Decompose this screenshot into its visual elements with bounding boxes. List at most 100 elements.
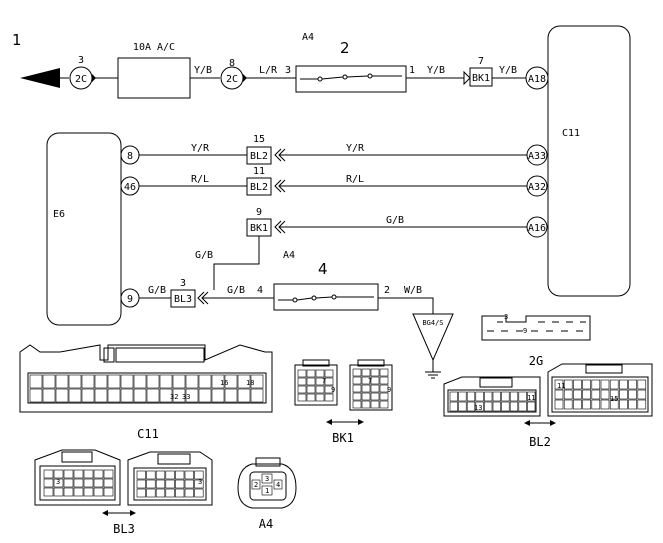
- svg-text:16: 16: [220, 379, 228, 387]
- connector-pin: [103, 478, 114, 488]
- bl3-connector-face: 3 3: [34, 449, 213, 506]
- connector-pin: [63, 469, 74, 479]
- connector-pin: [297, 369, 307, 378]
- ground-label: BG4/S: [422, 319, 443, 327]
- connector-pin: [379, 384, 389, 393]
- connector-pin: [175, 488, 185, 498]
- connector-pin: [63, 487, 74, 497]
- fuse-box: [117, 57, 191, 99]
- wire-label-g-b-4: G/B: [227, 285, 245, 296]
- connector-pin: [563, 399, 573, 410]
- bk1-connector-face: 7 9 7 9: [294, 359, 393, 411]
- a4-face-label: A4: [259, 517, 273, 531]
- bl2-face-label: BL2: [529, 435, 551, 449]
- connector-pin: [527, 401, 536, 412]
- connector-pin: [449, 391, 458, 402]
- connector-pin: [484, 391, 493, 402]
- connector-pin: [352, 368, 362, 377]
- connector-pin: [165, 488, 175, 498]
- connector-pin: [324, 369, 334, 378]
- connector-pin: [172, 374, 186, 389]
- connector-pin: [370, 392, 380, 401]
- connector-pin: [306, 393, 316, 402]
- connector-pin: [306, 369, 316, 378]
- connector-pin: [352, 400, 362, 409]
- connector-pin: [315, 377, 325, 386]
- connector-pin: [361, 384, 371, 393]
- ground-triangle: [412, 313, 454, 362]
- svg-text:3: 3: [56, 478, 60, 486]
- bl3-face-label: BL3: [113, 522, 135, 536]
- switch-bottom-pin-right: 2: [384, 285, 390, 296]
- svg-text:11: 11: [557, 382, 565, 390]
- connector-pin: [133, 374, 147, 389]
- connector-pin: [146, 470, 156, 480]
- callout-2: 2: [340, 39, 350, 57]
- connector-pin: [55, 388, 69, 403]
- connector-pin: [573, 389, 582, 400]
- wire-label-g-b-3: G/B: [148, 285, 166, 296]
- connector-pin: [484, 401, 493, 412]
- terminal-a32-label: A32: [528, 182, 546, 193]
- source-arrow-icon: [20, 68, 60, 88]
- connector-pin: [297, 377, 307, 386]
- connector-pin: [609, 389, 619, 400]
- wire-label-r-l-2: R/L: [346, 174, 364, 185]
- module-c11: [547, 25, 631, 297]
- connector-pin: [628, 379, 637, 390]
- connector-pin: [361, 376, 371, 385]
- connector-pin: [370, 368, 380, 377]
- connector-pin: [379, 392, 389, 401]
- connector-pin: [609, 379, 619, 390]
- connector-pin: [43, 478, 54, 488]
- connector-pin: [103, 469, 114, 479]
- connector-pin: [73, 478, 84, 488]
- svg-text:1: 1: [265, 487, 269, 495]
- c2g-connector-face: 3 9: [481, 313, 591, 341]
- connector-pin: [29, 374, 43, 389]
- connector-pin: [146, 388, 160, 403]
- connector-pin: [458, 391, 467, 402]
- connector-bk1-9-label: BK1: [250, 223, 268, 234]
- connector-pin: [306, 385, 316, 394]
- connector-bl3: [170, 289, 196, 308]
- connector-pin: [120, 374, 134, 389]
- connector-pin: [53, 478, 64, 488]
- connector-pin: [492, 401, 501, 412]
- connector-pin: [172, 388, 186, 403]
- c11-face-label: C11: [137, 427, 159, 441]
- connector-pin: [211, 388, 225, 403]
- connector-bl3-label: BL3: [174, 294, 192, 305]
- connector-pin: [315, 369, 325, 378]
- connector-pin: [379, 376, 389, 385]
- connector-pin: [475, 401, 484, 412]
- connector-pin: [352, 384, 362, 393]
- svg-text:9: 9: [331, 386, 335, 394]
- fuse-label: 10A A/C: [133, 42, 175, 53]
- connector-pin: [591, 399, 601, 410]
- connector-pin: [475, 391, 484, 402]
- connector-2c-a-label: 2C: [75, 74, 87, 85]
- svg-text:9: 9: [387, 386, 391, 394]
- connector-pin: [297, 393, 307, 402]
- wire-label-y-r-1: Y/R: [191, 143, 210, 154]
- wire-label-y-b-1: Y/B: [194, 65, 212, 76]
- module-e6: [46, 132, 122, 326]
- wire-label-y-b-2: Y/B: [427, 65, 445, 76]
- svg-text:2: 2: [254, 481, 258, 489]
- connector-pin: [194, 488, 204, 498]
- connector-pin: [155, 470, 166, 480]
- connector-pin: [93, 478, 104, 488]
- connector-pin: [184, 479, 194, 489]
- connector-pin: [554, 379, 564, 390]
- connector-pin: [582, 379, 591, 390]
- connector-pin: [492, 391, 501, 402]
- connector-pin: [600, 379, 610, 390]
- connector-pin: [582, 399, 591, 410]
- connector-pin: [315, 393, 325, 402]
- connector-2c-a-pin: 3: [78, 55, 84, 66]
- wire-label-y-b-3: Y/B: [499, 65, 517, 76]
- connector-pin: [466, 391, 476, 402]
- connector-pin: [573, 379, 582, 390]
- connector-pin: [29, 388, 43, 403]
